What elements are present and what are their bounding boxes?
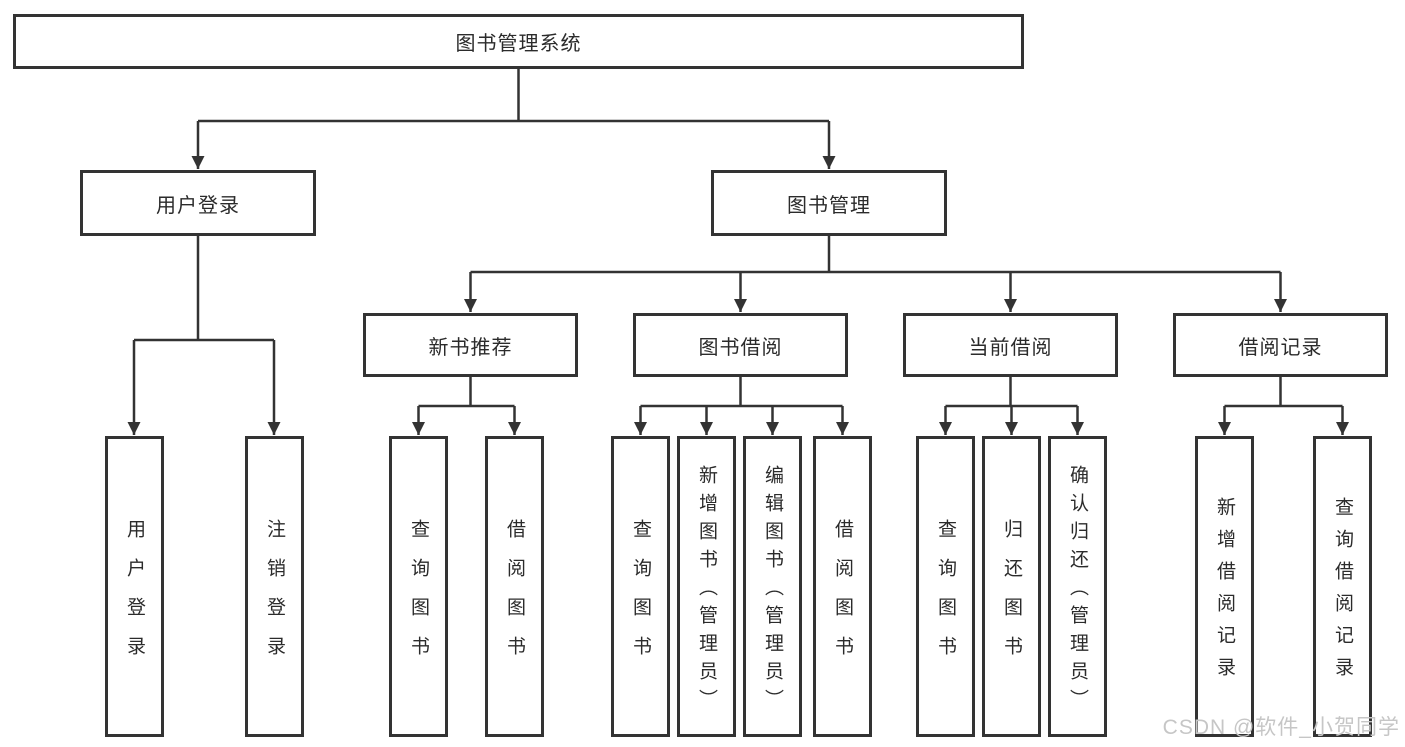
leaf-label: 借阅图书 [832,518,853,675]
node-label: 用户登录 [156,194,240,217]
leaf-label: 查询图书 [630,518,651,675]
leaf-add-book-admin: 新增图书（管理员） [677,436,736,737]
node-label: 当前借阅 [968,336,1053,359]
leaf-label: 用户登录 [124,518,145,675]
node-label: 新书推荐 [428,336,513,359]
leaf-query-books-borrow: 查询图书 [611,436,670,737]
leaf-borrow-books: 借阅图书 [813,436,872,737]
node-library-management-system: 图书管理系统 [13,14,1024,69]
node-label: 图书借阅 [698,336,783,359]
leaf-label: 编辑图书（管理员） [762,465,783,717]
node-book-borrowing: 图书借阅 [633,313,848,377]
leaf-user-login: 用户登录 [105,436,164,737]
node-label: 借阅记录 [1238,336,1323,359]
leaf-label: 归还图书 [1001,518,1022,675]
node-label: 图书管理系统 [455,33,582,55]
node-borrowing-records: 借阅记录 [1173,313,1388,377]
leaf-borrow-books-recommend: 借阅图书 [485,436,544,737]
leaf-label: 注销登录 [264,518,285,675]
leaf-logout: 注销登录 [245,436,304,737]
node-user-login: 用户登录 [80,170,316,236]
node-new-book-recommendation: 新书推荐 [363,313,578,377]
leaf-edit-book-admin: 编辑图书（管理员） [743,436,802,737]
leaf-query-books-current: 查询图书 [916,436,975,737]
leaf-confirm-return-admin: 确认归还（管理员） [1048,436,1107,737]
leaf-label: 借阅图书 [504,518,525,675]
leaf-label: 确认归还（管理员） [1067,465,1088,717]
node-current-borrowing: 当前借阅 [903,313,1118,377]
leaf-label: 新增借阅记录 [1214,497,1235,689]
leaf-label: 查询借阅记录 [1332,497,1353,689]
leaf-add-borrow-record: 新增借阅记录 [1195,436,1254,737]
leaf-query-books-recommend: 查询图书 [389,436,448,737]
leaf-return-book: 归还图书 [982,436,1041,737]
node-book-management: 图书管理 [711,170,947,236]
leaf-label: 查询图书 [935,518,956,675]
leaf-query-borrow-record: 查询借阅记录 [1313,436,1372,737]
node-label: 图书管理 [787,194,871,217]
csdn-watermark: CSDN @软件_小贺同学 [1162,716,1400,739]
leaf-label: 查询图书 [408,518,429,675]
leaf-label: 新增图书（管理员） [696,465,717,717]
